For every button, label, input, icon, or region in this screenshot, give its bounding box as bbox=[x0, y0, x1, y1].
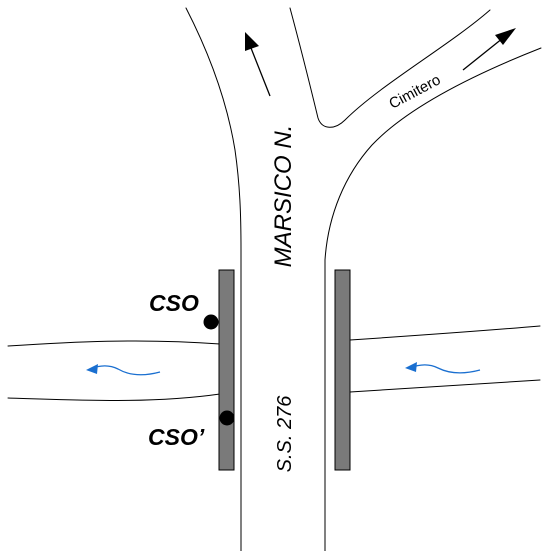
cemetery-road-label: Cimitero bbox=[386, 71, 443, 112]
bridge-right bbox=[334, 269, 351, 471]
river-left-upper-bank bbox=[7, 340, 221, 347]
cso-prime-point bbox=[219, 410, 235, 426]
flow-arrow-left-icon bbox=[86, 364, 161, 376]
main-road-label: MARSICO N. bbox=[270, 125, 297, 268]
river-right-upper-bank bbox=[349, 325, 541, 341]
main-road-right-edge bbox=[289, 7, 491, 128]
flow-arrow-right-icon bbox=[405, 362, 481, 374]
arrow-up-right-icon bbox=[462, 28, 516, 71]
cso-prime-label: CSO’ bbox=[148, 424, 205, 450]
bridge-left bbox=[218, 269, 235, 471]
river-right-lower-bank bbox=[349, 379, 541, 393]
cso-point bbox=[203, 314, 219, 330]
side-road-lower-edge bbox=[324, 47, 542, 551]
river-left-lower-bank bbox=[7, 393, 221, 401]
main-road-left-edge bbox=[185, 7, 242, 551]
cso-label: CSO bbox=[149, 290, 199, 316]
state-road-label: S.S. 276 bbox=[274, 395, 296, 473]
arrow-up-icon bbox=[245, 32, 271, 97]
